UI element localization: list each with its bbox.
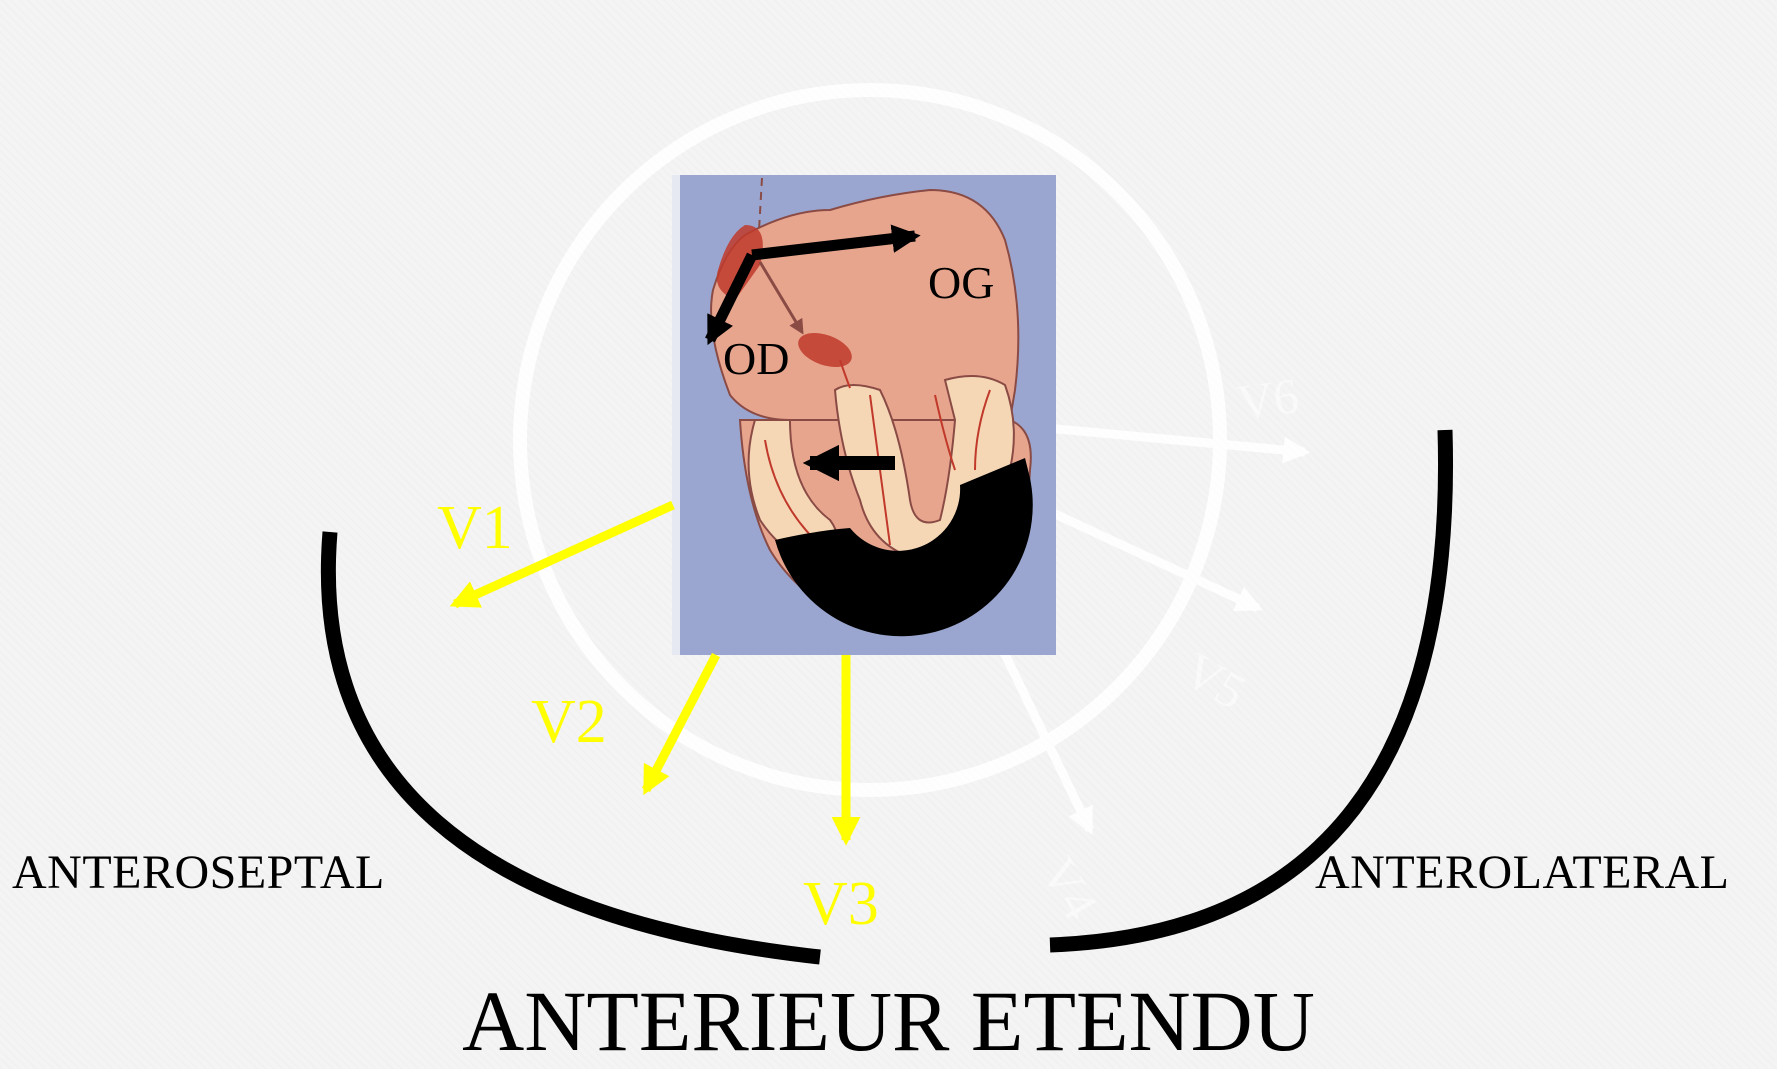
v2-label: V2 [531, 688, 607, 756]
ghost-v5-label: V5 [1175, 641, 1256, 720]
v1-label: V1 [437, 494, 513, 562]
ghost-v6-label: V6 [1234, 367, 1302, 431]
left-atrium-label: OG [928, 257, 994, 308]
v3-label: V3 [803, 870, 879, 938]
anterolateral-label: ANTEROLATERAL [1315, 845, 1729, 900]
anteroseptal-label: ANTEROSEPTAL [12, 845, 385, 900]
right-atrium-label: OD [723, 333, 789, 384]
heart-illustration: OG OD [672, 175, 1056, 655]
diagram-title: ANTERIEUR ETENDU [0, 978, 1777, 1064]
ghost-v4-label: V4 [1030, 848, 1109, 929]
